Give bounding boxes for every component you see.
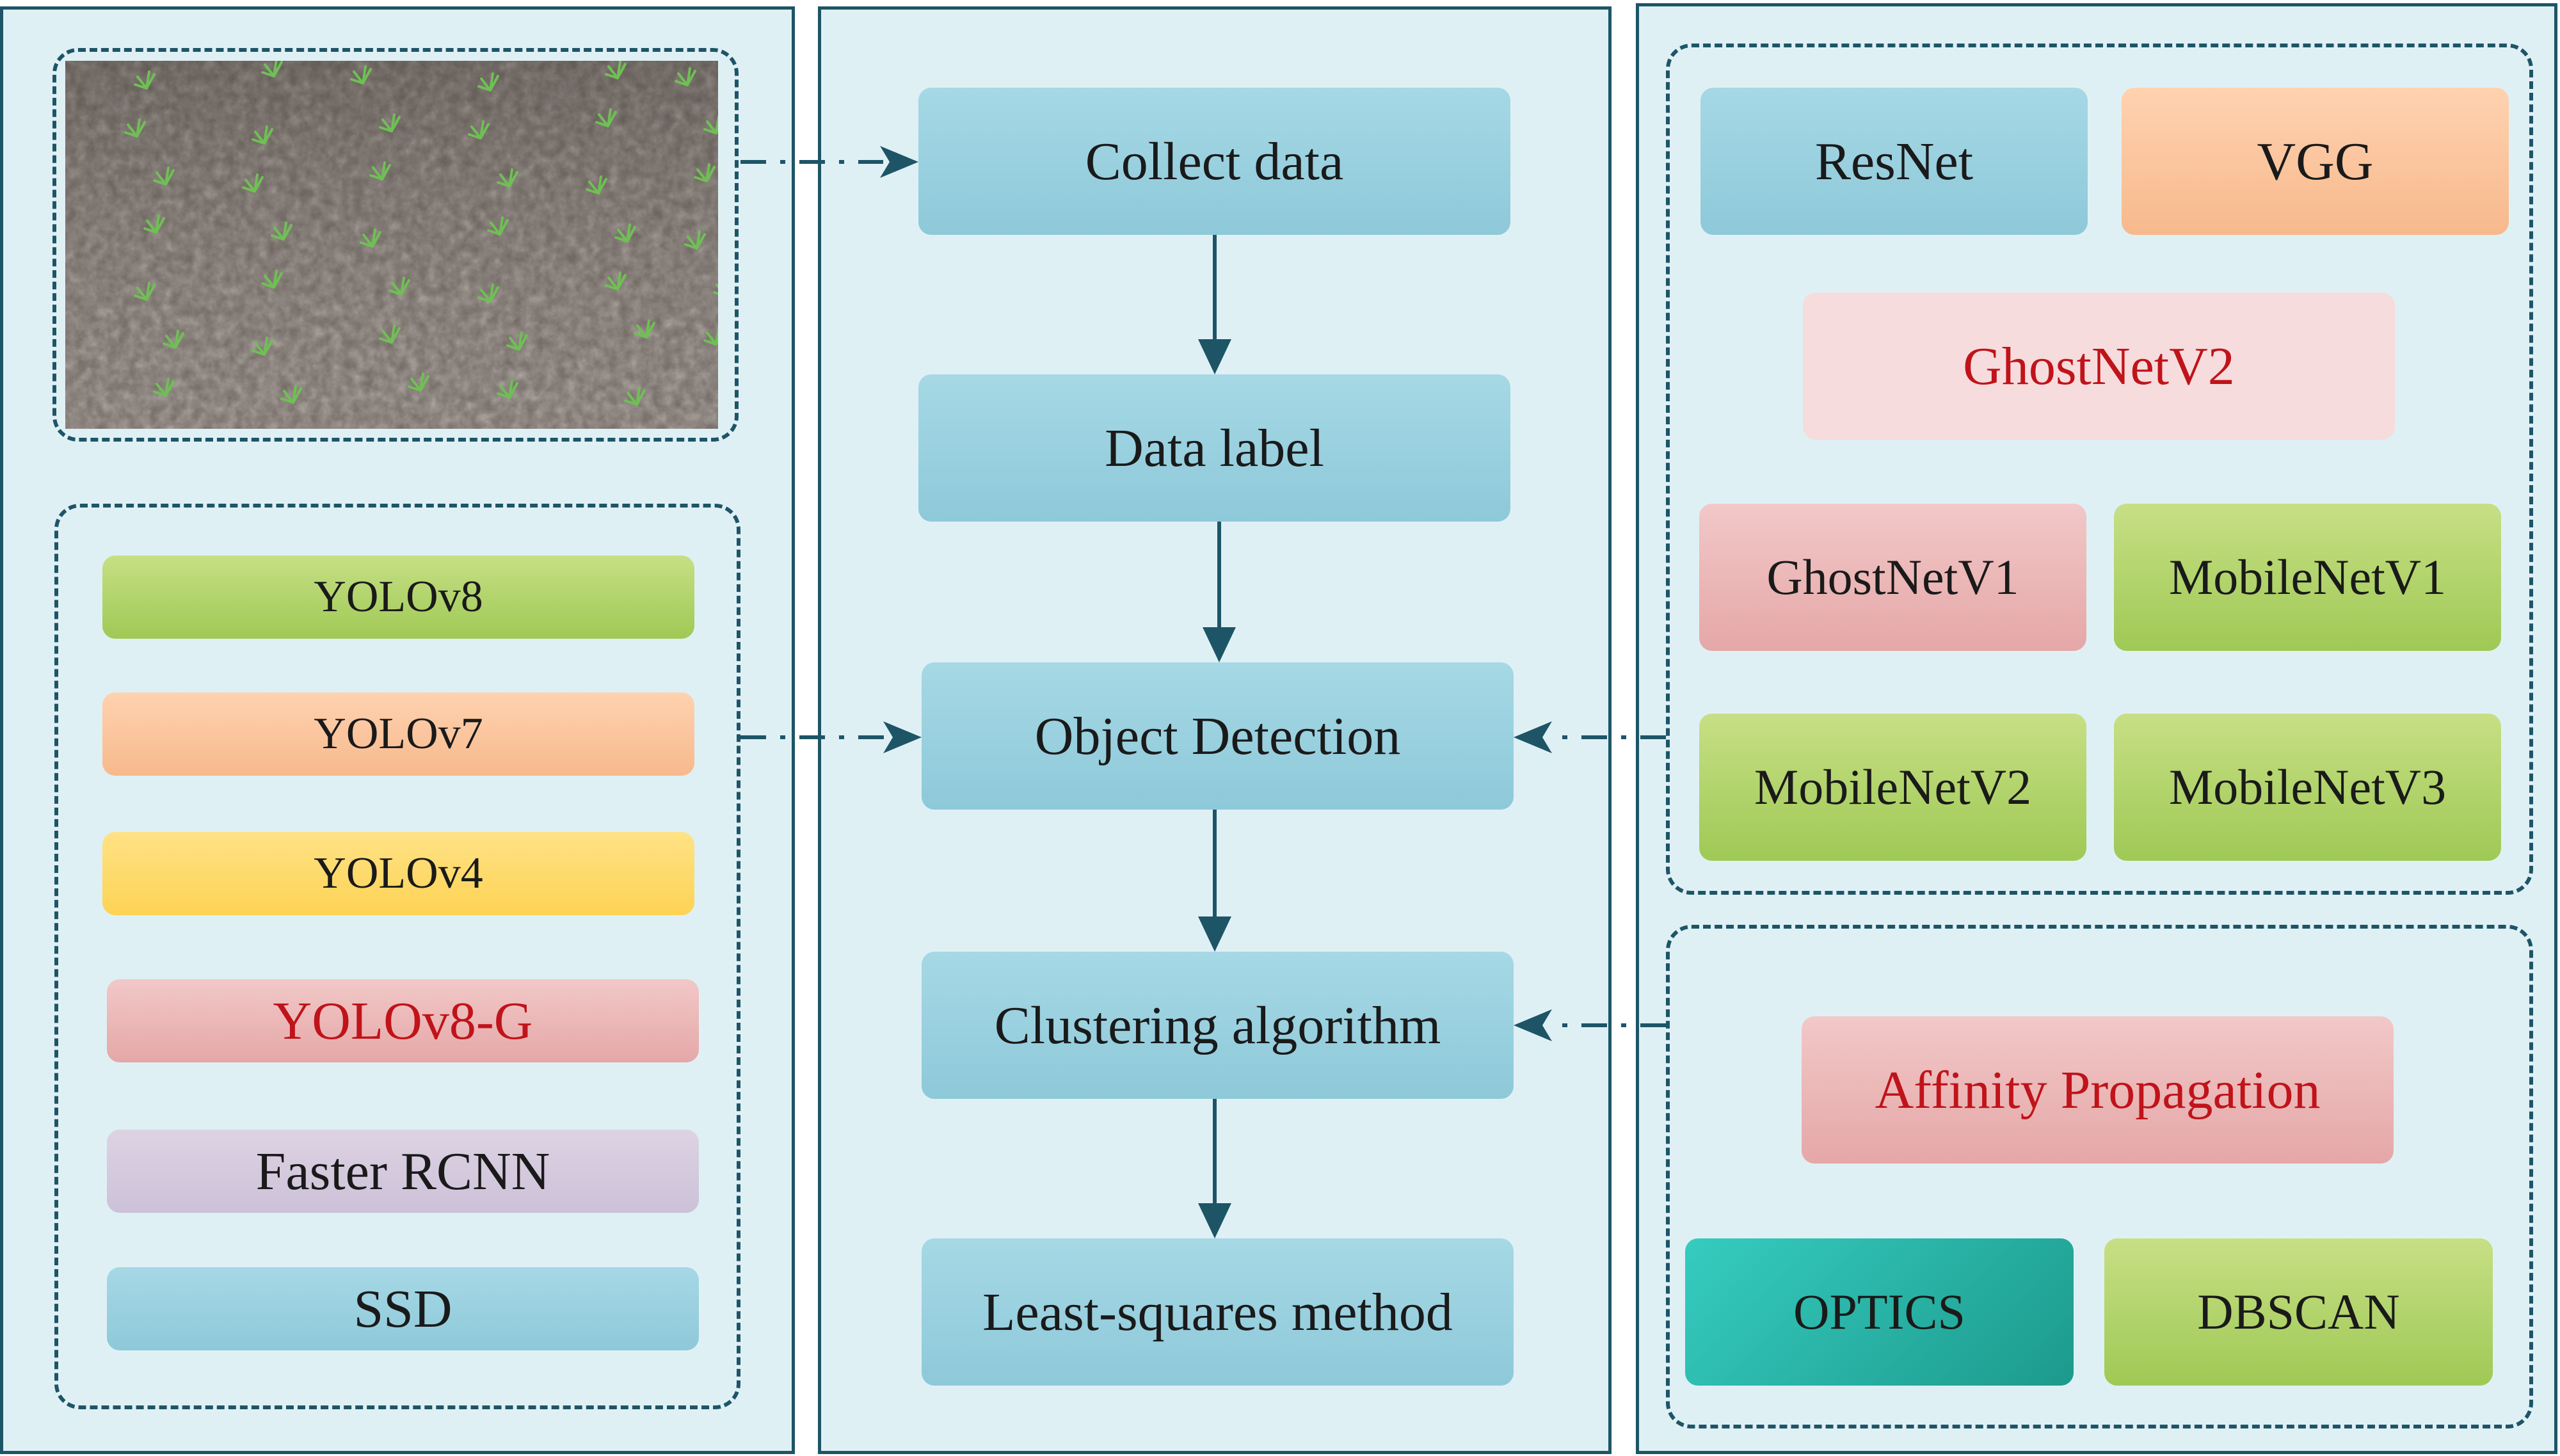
clustering-algorithm-label: Clustering algorithm bbox=[994, 995, 1441, 1055]
object-detection-label: Object Detection bbox=[1034, 706, 1401, 766]
data-label-label: Data label bbox=[1105, 418, 1324, 478]
seedling-mark bbox=[477, 284, 499, 303]
seedling-mark bbox=[477, 72, 499, 92]
yolov8-label: YOLOv8 bbox=[314, 572, 483, 621]
seedling-mark bbox=[153, 378, 175, 397]
arrowhead-image-to-collect bbox=[880, 146, 918, 178]
seedling-mark bbox=[379, 113, 401, 132]
seedling-mark bbox=[124, 118, 146, 138]
seedling-mark bbox=[280, 385, 302, 404]
seedling-mark bbox=[252, 337, 273, 356]
dbscan-label: DBSCAN bbox=[2197, 1284, 2400, 1340]
least-squares-box: Least-squares method bbox=[922, 1238, 1514, 1386]
backbone-group bbox=[1666, 44, 2533, 895]
clustering-group bbox=[1666, 925, 2533, 1428]
yolov7-label: YOLOv7 bbox=[314, 709, 483, 758]
clustering-algorithm-box: Clustering algorithm bbox=[922, 952, 1514, 1099]
seedling-mark bbox=[408, 372, 429, 392]
seedling-mark bbox=[163, 330, 184, 349]
ssd-box: SSD bbox=[107, 1267, 699, 1350]
yolov4-label: YOLOv4 bbox=[314, 849, 483, 898]
seedling-mark bbox=[261, 61, 283, 77]
optics-box: OPTICS bbox=[1685, 1238, 2074, 1386]
seedling-mark bbox=[487, 216, 509, 236]
seedling-mark bbox=[497, 168, 518, 188]
seedling-mark bbox=[624, 387, 646, 406]
faster-rcnn-box: Faster RCNN bbox=[107, 1130, 699, 1213]
least-squares-label: Least-squares method bbox=[982, 1282, 1453, 1342]
mobilenetv3-label: MobileNetV3 bbox=[2168, 759, 2447, 815]
resnet-box: ResNet bbox=[1700, 88, 2088, 235]
seedling-mark bbox=[252, 125, 273, 145]
seedling-mark bbox=[242, 173, 264, 193]
seedling-mark bbox=[605, 61, 627, 79]
arrowhead-backbones-to-detection bbox=[1514, 721, 1552, 753]
arrowhead-label-to-detection bbox=[1203, 627, 1236, 662]
vgg-box: VGG bbox=[2122, 88, 2509, 235]
yolov8g-label: YOLOv8-G bbox=[273, 991, 533, 1051]
ghostnetv2-label: GhostNetV2 bbox=[1963, 336, 2235, 396]
arrowhead-clustering-to-least-squares bbox=[1198, 1203, 1231, 1238]
seedling-mark bbox=[134, 282, 156, 301]
mobilenetv1-label: MobileNetV1 bbox=[2168, 549, 2447, 605]
seedling-mark bbox=[506, 332, 528, 351]
seedling-mark bbox=[143, 214, 165, 234]
seedling-mark bbox=[468, 120, 490, 140]
seedling-mark bbox=[595, 108, 617, 127]
seedling-mark bbox=[634, 319, 655, 339]
seedling-mark bbox=[261, 269, 283, 289]
seedling-mark bbox=[388, 276, 410, 296]
field-photo bbox=[65, 61, 718, 429]
seedling-mark bbox=[586, 175, 607, 195]
arrowhead-collect-to-label bbox=[1198, 339, 1231, 374]
mobilenetv3-box: MobileNetV3 bbox=[2114, 714, 2501, 861]
mobilenetv2-box: MobileNetV2 bbox=[1699, 714, 2086, 861]
arrowhead-detection-to-clustering bbox=[1198, 916, 1231, 952]
ssd-label: SSD bbox=[353, 1279, 452, 1339]
seedling-mark bbox=[360, 228, 381, 248]
seedling-mark bbox=[369, 161, 391, 180]
data-label-box: Data label bbox=[918, 374, 1510, 522]
mobilenetv1-box: MobileNetV1 bbox=[2114, 504, 2501, 651]
yolov8-box: YOLOv8 bbox=[102, 556, 694, 639]
seedling-mark bbox=[605, 271, 627, 291]
seedling-mark bbox=[684, 230, 706, 250]
affinity-propagation-label: Affinity Propagation bbox=[1875, 1060, 2321, 1120]
seedling-mark bbox=[703, 115, 718, 134]
detector-group bbox=[54, 504, 740, 1409]
optics-label: OPTICS bbox=[1793, 1284, 1965, 1340]
seedling-mark bbox=[350, 65, 372, 84]
seedling-mark bbox=[675, 67, 696, 86]
faster-rcnn-label: Faster RCNN bbox=[255, 1141, 550, 1201]
ghostnetv1-box: GhostNetV1 bbox=[1699, 504, 2086, 651]
yolov4-box: YOLOv4 bbox=[102, 832, 694, 915]
vgg-label: VGG bbox=[2257, 131, 2374, 191]
collect-data-label: Collect data bbox=[1085, 131, 1344, 191]
seedling-mark bbox=[134, 70, 156, 90]
yolov8g-box: YOLOv8-G bbox=[107, 979, 699, 1062]
seedling-mark bbox=[379, 324, 401, 344]
seedling-mark bbox=[497, 380, 518, 399]
yolov7-box: YOLOv7 bbox=[102, 692, 694, 776]
collect-data-box: Collect data bbox=[918, 88, 1510, 235]
dbscan-box: DBSCAN bbox=[2104, 1238, 2493, 1386]
seedling-mark bbox=[271, 221, 292, 241]
ghostnetv1-label: GhostNetV1 bbox=[1766, 549, 2019, 605]
seedling-mark bbox=[694, 163, 716, 182]
affinity-propagation-box: Affinity Propagation bbox=[1802, 1016, 2394, 1164]
image-group bbox=[52, 48, 739, 442]
resnet-label: ResNet bbox=[1814, 131, 1974, 191]
ghostnetv2-box: GhostNetV2 bbox=[1803, 292, 2395, 440]
arrowhead-clusterers-to-clustering bbox=[1514, 1009, 1552, 1041]
seedling-mark bbox=[703, 326, 718, 346]
seedling-mark bbox=[153, 166, 175, 186]
mobilenetv2-label: MobileNetV2 bbox=[1754, 759, 2032, 815]
arrowhead-detectors-to-detection bbox=[883, 721, 922, 753]
seedling-mark bbox=[614, 223, 636, 243]
object-detection-box: Object Detection bbox=[922, 662, 1514, 810]
